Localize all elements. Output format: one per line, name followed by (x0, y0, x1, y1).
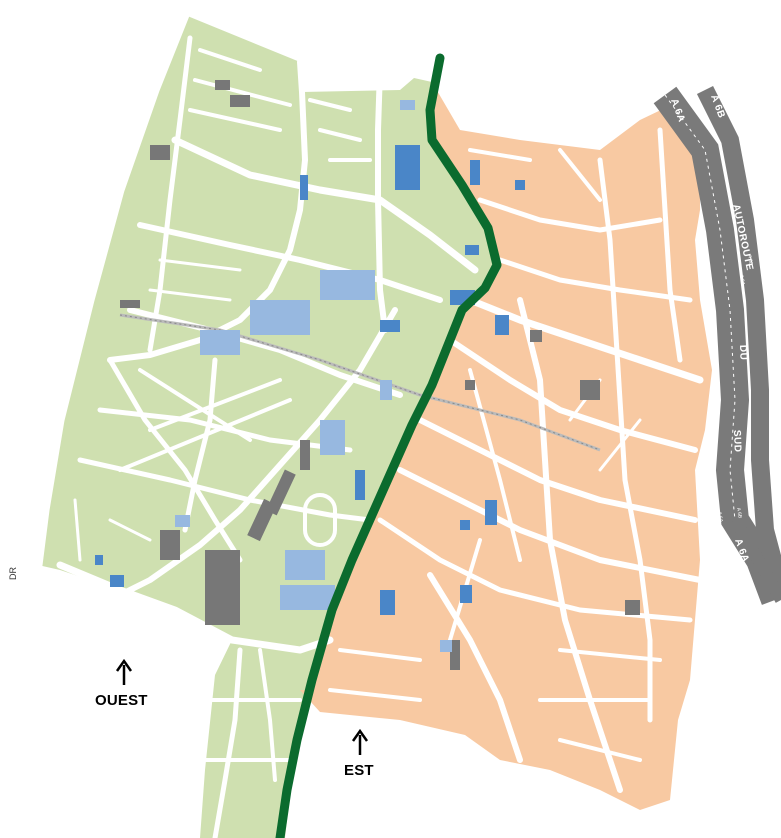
highway-name-du: DU (737, 345, 749, 361)
highway-autoroute-du-sud (653, 85, 781, 605)
sports-track (303, 493, 337, 547)
east-arrow-icon (351, 728, 369, 755)
highway-lane-label-3: A 6B (735, 507, 743, 519)
credit-label: DR (8, 567, 18, 580)
west-label: OUEST (95, 658, 148, 709)
highway-lane-label-1: A 6B (746, 254, 754, 266)
east-label: EST (344, 728, 374, 779)
west-label-text: OUEST (95, 692, 148, 709)
boundary-line (275, 53, 502, 838)
railway (119, 313, 601, 452)
highway-lane-label-2: A 6A (738, 274, 746, 286)
highway-lane-label-4: A 6A (716, 511, 724, 523)
blue-buildings (95, 145, 525, 615)
west-arrow-icon (115, 658, 133, 685)
highway-name-sud: SUD (731, 430, 743, 453)
east-label-text: EST (344, 762, 374, 779)
grey-buildings (120, 80, 640, 670)
west-zone (38, 15, 500, 838)
light-blue-buildings (175, 100, 452, 652)
west-roads (33, 10, 479, 838)
